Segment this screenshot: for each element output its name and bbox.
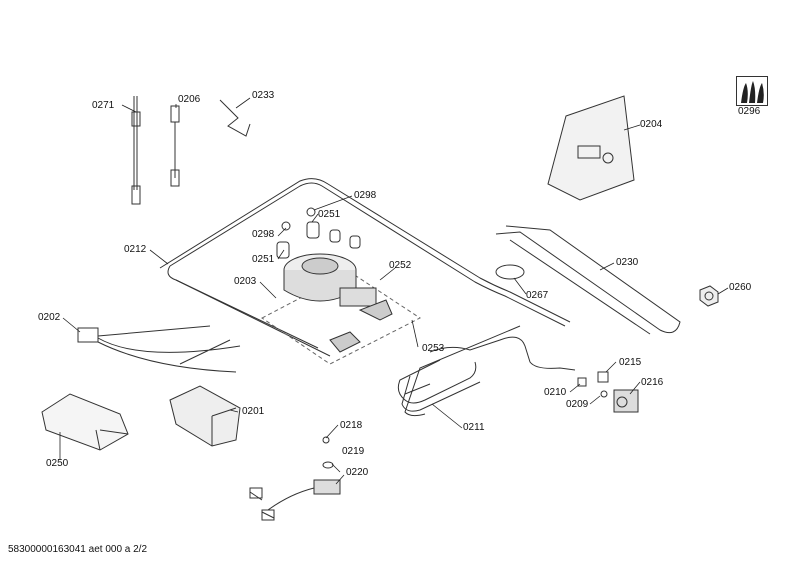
part-label-0204: 0204 (640, 119, 663, 130)
cable-harness (77, 325, 241, 373)
thermocouple (131, 96, 141, 205)
part-label-0267: 0267 (526, 290, 549, 301)
supply-pipe (495, 225, 681, 335)
hex-nut (699, 285, 719, 307)
part-label-0206: 0206 (178, 94, 201, 105)
part-label-0218: 0218 (340, 420, 363, 431)
part-label-0250: 0250 (46, 458, 69, 469)
part-label-0220: 0220 (346, 467, 369, 478)
part-label-0252: 0252 (389, 260, 412, 271)
springs (276, 221, 361, 259)
part-label-0296: 0296 (738, 106, 761, 117)
part-label-0211: 0211 (463, 422, 485, 433)
clip (219, 99, 251, 137)
gas-valve-assembly (283, 253, 393, 353)
part-label-0202: 0202 (38, 312, 61, 323)
gasket (495, 264, 525, 280)
part-label-0203: 0203 (234, 276, 257, 287)
part-label-0233: 0233 (252, 90, 275, 101)
tap-valve (577, 371, 639, 413)
part-label-0298-lower: 0298 (252, 229, 275, 240)
burner-pipe (397, 325, 576, 417)
flame-symbol-badge (736, 76, 768, 106)
o-ring (322, 436, 330, 444)
document-footer: 58300000163041 aet 000 a 2/2 (8, 544, 148, 555)
mounting-bracket (547, 95, 635, 201)
part-label-0201: 0201 (242, 406, 265, 417)
part-label-0271: 0271 (92, 100, 115, 111)
screws (281, 207, 316, 231)
gas-pipe-frame (159, 178, 571, 357)
part-label-0210: 0210 (544, 387, 567, 398)
ignition-electrode (170, 105, 180, 187)
cover-plate (41, 393, 129, 451)
part-label-0209: 0209 (566, 399, 589, 410)
part-label-0253: 0253 (422, 343, 445, 354)
holder (169, 385, 241, 447)
flame-icon (741, 81, 764, 103)
part-label-0251: 0251 (318, 209, 341, 220)
part-label-0251-lower: 0251 (252, 254, 275, 265)
part-label-0212: 0212 (124, 244, 147, 255)
ignition-switch (249, 479, 341, 521)
part-label-0298: 0298 (354, 190, 377, 201)
part-label-0219: 0219 (342, 446, 365, 457)
part-label-0260: 0260 (729, 282, 752, 293)
washer (322, 461, 334, 469)
part-label-0216: 0216 (641, 377, 664, 388)
part-label-0215: 0215 (619, 357, 642, 368)
part-label-0230: 0230 (616, 257, 639, 268)
